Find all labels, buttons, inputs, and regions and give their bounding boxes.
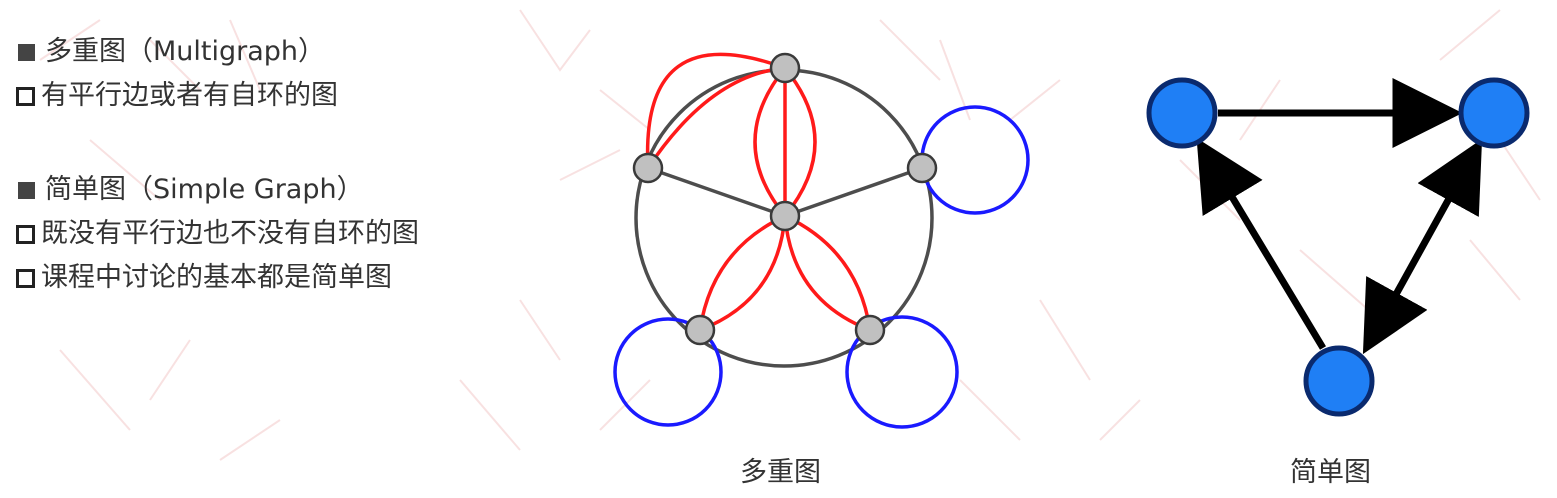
simple-graph-heading: 简单图（Simple Graph）	[14, 172, 554, 208]
bidirectional-edge	[1362, 138, 1483, 355]
parallel-edge	[784, 214, 872, 331]
simple-graph-caption: 简单图	[1290, 457, 1371, 488]
multigraph-node	[684, 314, 716, 346]
self-loop	[845, 315, 959, 429]
simple-graph-node	[1458, 77, 1530, 149]
multigraph-heading: 多重图（Multigraph）	[14, 34, 554, 70]
hollow-square-bullet-icon	[16, 268, 35, 288]
multigraph-node	[632, 152, 664, 184]
multigraph-node	[769, 200, 801, 232]
course-note-text: 课程中讨论的基本都是简单图	[41, 262, 392, 293]
multigraph-spoke-edge	[784, 166, 923, 218]
simple-graph-heading-text: 简单图（Simple Graph）	[45, 174, 364, 205]
multigraph-definition-text: 有平行边或者有自环的图	[41, 80, 338, 111]
multigraph-node	[854, 314, 886, 346]
simple-graph-definition: 既没有平行边也不没有自环的图	[14, 216, 554, 252]
multigraph-node	[769, 52, 801, 84]
parallel-edge	[646, 66, 786, 169]
multigraph-spoke-edge	[647, 166, 786, 218]
multigraph	[613, 52, 1030, 429]
square-bullet-icon	[18, 43, 35, 61]
simple-graph-definition-text: 既没有平行边也不没有自环的图	[41, 218, 419, 249]
multigraph-definition: 有平行边或者有自环的图	[14, 78, 554, 114]
directed-edge	[1196, 138, 1326, 350]
parallel-edge	[698, 214, 786, 331]
parallel-edge	[699, 215, 787, 332]
simple-graph	[1146, 77, 1530, 417]
self-loop	[920, 105, 1030, 215]
simple-graph-node	[1303, 345, 1375, 417]
definitions-panel: 多重图（Multigraph） 有平行边或者有自环的图 简单图（Simple G…	[14, 34, 554, 296]
parallel-edge	[645, 52, 786, 169]
parallel-edge	[753, 66, 787, 218]
hollow-square-bullet-icon	[16, 224, 35, 244]
multigraph-caption: 多重图	[740, 457, 821, 488]
course-note: 课程中讨论的基本都是简单图	[14, 260, 554, 296]
square-bullet-icon	[18, 181, 35, 199]
multigraph-heading-text: 多重图（Multigraph）	[45, 36, 326, 67]
self-loop	[613, 317, 723, 427]
multigraph-node	[906, 152, 938, 184]
hollow-square-bullet-icon	[16, 86, 35, 106]
simple-graph-node	[1146, 77, 1218, 149]
parallel-edge	[783, 215, 871, 332]
parallel-edge	[783, 66, 817, 218]
